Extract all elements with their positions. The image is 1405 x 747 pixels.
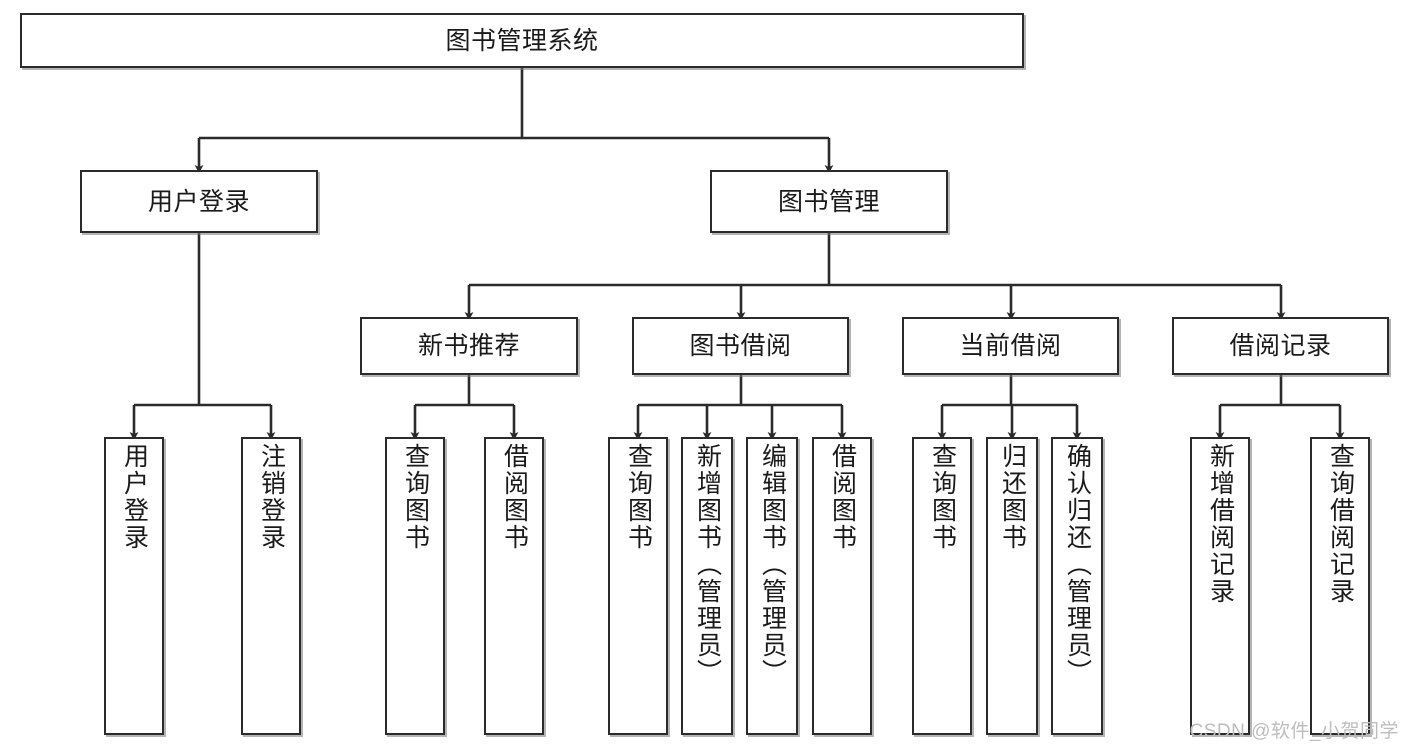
node-label: 用户登录 xyxy=(120,443,149,551)
node-label: 图书管理系统 xyxy=(445,26,599,55)
node-l3-a1[interactable]: 用户登录 xyxy=(104,437,164,735)
node-l3-d3[interactable]: 确认归还（管理员） xyxy=(1051,437,1103,735)
node-l2-current[interactable]: 当前借阅 xyxy=(902,317,1119,375)
node-l3-b1[interactable]: 查询图书 xyxy=(385,437,445,735)
node-label: 借阅记录 xyxy=(1229,332,1332,360)
node-l3-a2[interactable]: 注销登录 xyxy=(241,437,301,735)
node-l3-c2[interactable]: 新增图书（管理员） xyxy=(681,437,733,735)
node-l3-e1[interactable]: 新增借阅记录 xyxy=(1190,437,1250,735)
node-l2-borrow[interactable]: 图书借阅 xyxy=(632,317,849,375)
node-label: 借阅图书 xyxy=(500,443,529,551)
csdn-watermark: CSDN @软件_小贺同学 xyxy=(1189,721,1399,742)
node-l1-book[interactable]: 图书管理 xyxy=(710,170,948,233)
node-label: 借阅图书 xyxy=(828,443,857,551)
node-l3-e2[interactable]: 查询借阅记录 xyxy=(1310,437,1370,735)
node-label: 编辑图书（管理员） xyxy=(758,443,787,686)
node-label: 新增图书（管理员） xyxy=(693,443,722,686)
node-l3-d2[interactable]: 归还图书 xyxy=(986,437,1038,735)
node-label: 查询图书 xyxy=(624,443,653,551)
node-label: 查询图书 xyxy=(401,443,430,551)
node-l3-d1[interactable]: 查询图书 xyxy=(912,437,972,735)
node-label: 查询借阅记录 xyxy=(1326,443,1355,605)
node-label: 当前借阅 xyxy=(959,332,1062,360)
node-l2-newbook[interactable]: 新书推荐 xyxy=(360,317,578,375)
node-label: 用户登录 xyxy=(147,187,250,216)
node-label: 注销登录 xyxy=(257,443,286,551)
node-label: 确认归还（管理员） xyxy=(1063,443,1092,686)
node-l3-b2[interactable]: 借阅图书 xyxy=(484,437,544,735)
node-l3-c4[interactable]: 借阅图书 xyxy=(812,437,872,735)
node-label: 归还图书 xyxy=(998,443,1027,551)
node-l1-login[interactable]: 用户登录 xyxy=(80,170,318,233)
node-label: 图书借阅 xyxy=(689,332,792,360)
node-label: 新书推荐 xyxy=(417,332,520,360)
node-label: 图书管理 xyxy=(777,187,880,216)
node-l2-record[interactable]: 借阅记录 xyxy=(1172,317,1389,375)
node-l3-c3[interactable]: 编辑图书（管理员） xyxy=(746,437,798,735)
node-label: 查询图书 xyxy=(928,443,957,551)
node-root[interactable]: 图书管理系统 xyxy=(20,13,1024,68)
node-l3-c1[interactable]: 查询图书 xyxy=(608,437,668,735)
node-label: 新增借阅记录 xyxy=(1206,443,1235,605)
